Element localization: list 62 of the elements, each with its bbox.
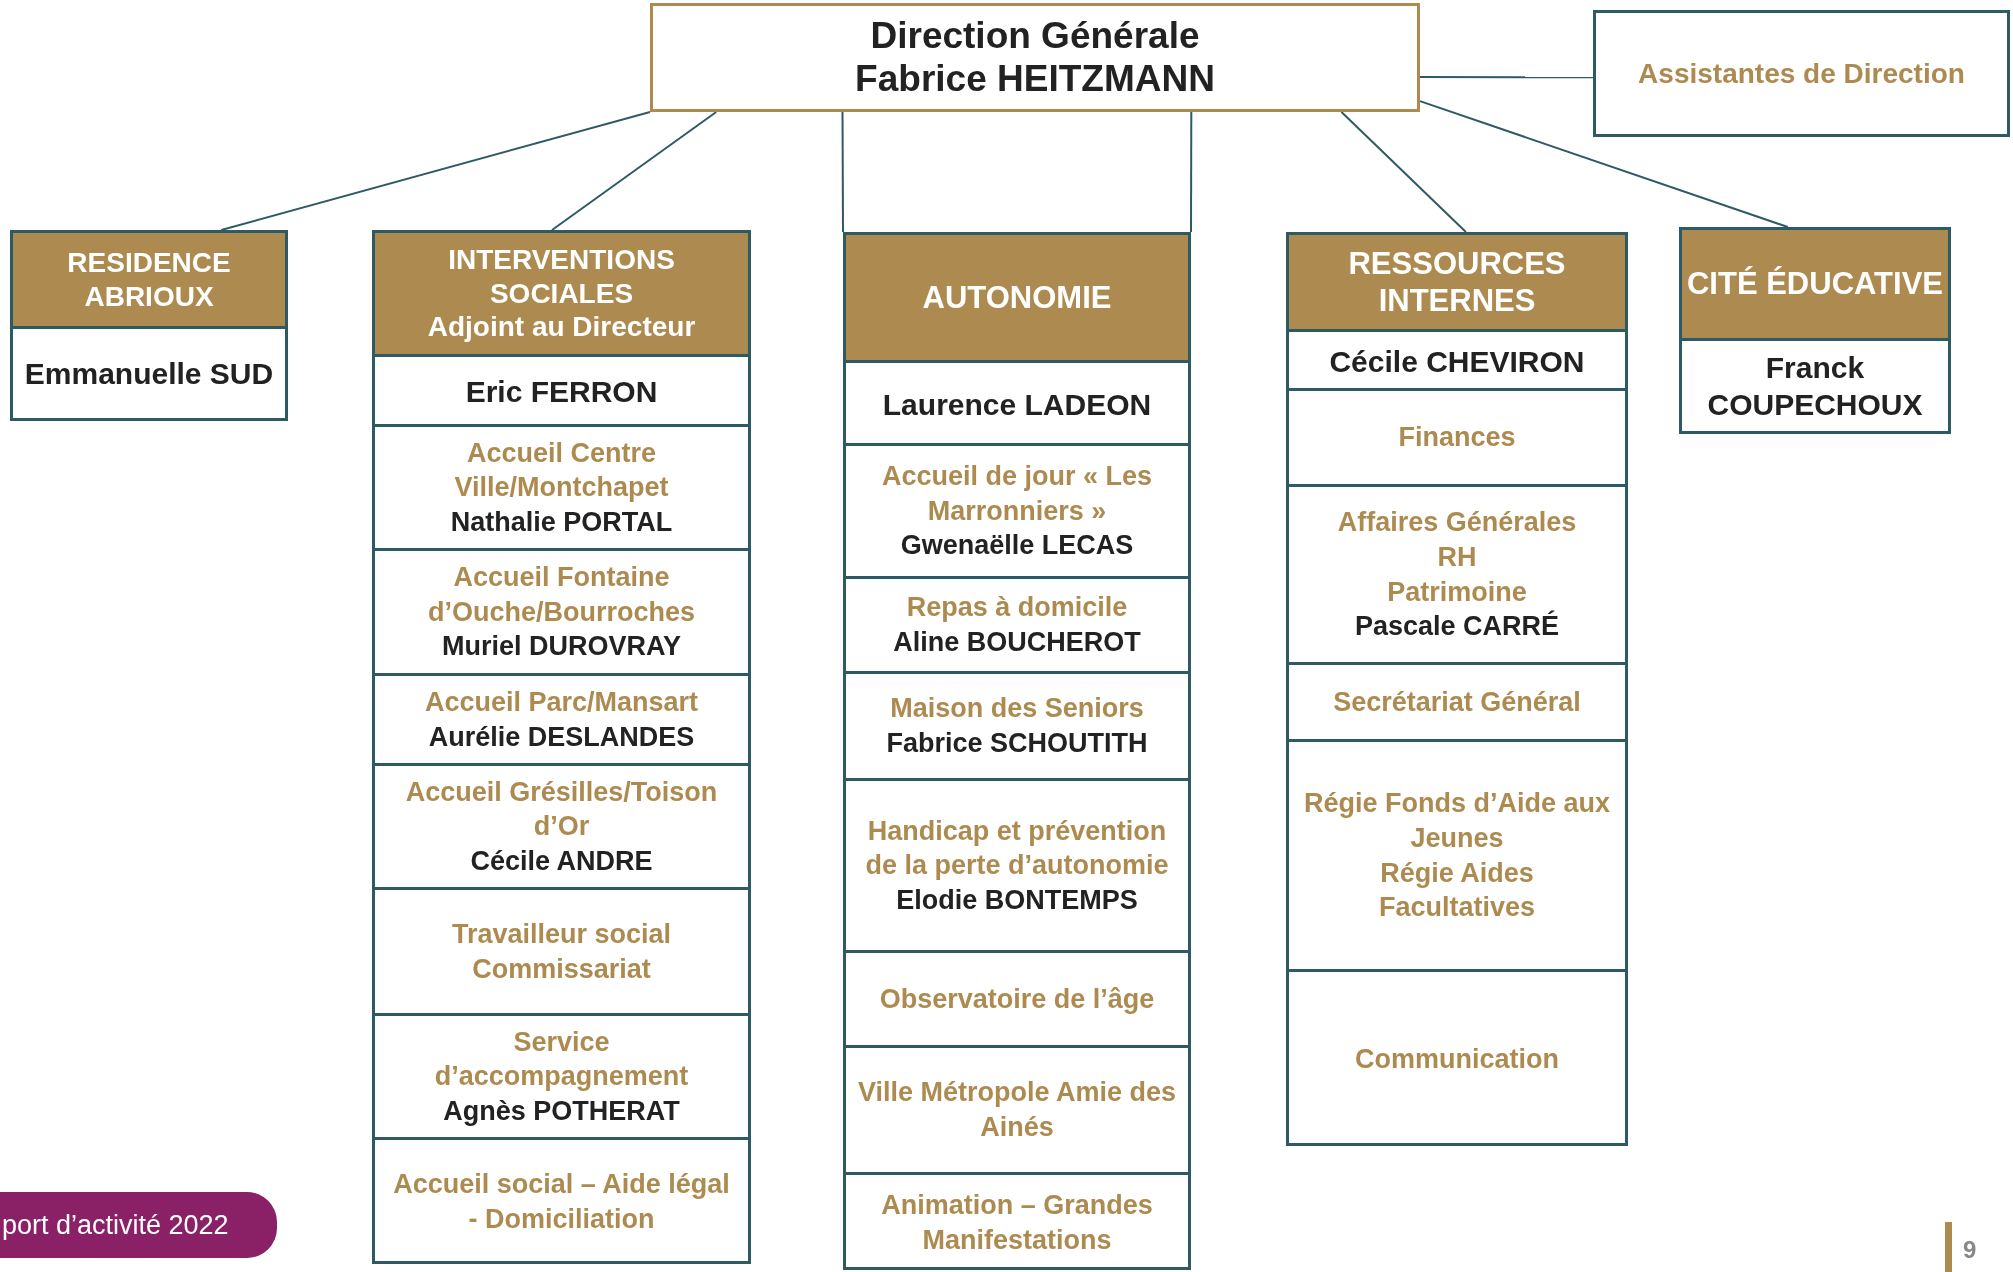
connector-line [551, 111, 718, 231]
service-name: Accueil Parc/Mansart [424, 685, 699, 719]
connector-line [1419, 100, 1789, 228]
service-name: Finances [1398, 421, 1516, 455]
service-name: Repas à domicile [906, 591, 1128, 625]
manager-name: Eric FERRON [465, 374, 658, 411]
service-name: Maison des Seniors [890, 692, 1144, 726]
person-name: Nathalie PORTAL [450, 505, 673, 539]
department-title: RESSOURCES INTERNES [1347, 244, 1567, 320]
person-name: Aline BOUCHEROT [893, 626, 1141, 659]
department-box [1286, 232, 1628, 1146]
department-title: CITÉ ÉDUCATIVE [1686, 265, 1944, 303]
assistant-box [1593, 10, 2010, 137]
service-name: Travailleur social Commissariat [450, 917, 673, 986]
director-text: Direction Générale [870, 14, 1200, 58]
connector-line [1340, 111, 1467, 233]
service-name: Secrétariat Général [1333, 685, 1581, 719]
service-name: RH [1437, 540, 1477, 574]
service-name: Patrimoine [1387, 575, 1527, 609]
service-name: Communication [1355, 1042, 1559, 1076]
person-name: Cécile ANDRE [470, 844, 653, 878]
department-title: INTERVENTIONS SOCIALES [447, 243, 676, 311]
person-name: Pascale CARRÉ [1354, 609, 1560, 644]
service-name: Accueil Centre Ville/Montchapet [453, 436, 670, 505]
service-name: Observatoire de l’âge [879, 982, 1155, 1016]
service-name: Accueil Grésilles/Toison d’Or [404, 775, 719, 844]
department-box [843, 232, 1191, 1270]
assistant-label: Assistantes de Direction [1638, 57, 1965, 90]
service-name: Accueil social – Aide légal - Domiciliation [392, 1168, 731, 1236]
service-name: Animation – Grandes Manifestations [880, 1188, 1154, 1257]
person-name: Gwenaëlle LECAS [900, 529, 1134, 563]
department-title: RESIDENCE ABRIOUX [66, 245, 232, 314]
manager-name: Franck COUPECHOUX [1706, 349, 1924, 423]
report-tag: port d’activité 2022 [0, 1192, 277, 1258]
connector-line [220, 111, 651, 231]
service-name: Ville Métropole Amie des Ainés [856, 1076, 1178, 1144]
manager-name: Emmanuelle SUD [24, 355, 274, 392]
connector-line [1190, 111, 1193, 233]
department-box [10, 230, 288, 421]
service-name: Handicap et prévention de la perte d’autonomie [864, 814, 1170, 883]
person-name: Fabrice SCHOUTITH [886, 727, 1148, 760]
director-text: Fabrice HEITZMANN [855, 57, 1215, 101]
connector-line [1419, 76, 1594, 79]
director-box [650, 3, 1420, 112]
person-name: Aurélie DESLANDES [428, 720, 695, 754]
role-title: Adjoint au Directeur [427, 310, 696, 344]
service-name: Régie Aides Facultatives [1377, 856, 1537, 925]
service-name: Affaires Générales [1337, 506, 1577, 540]
person-name: Agnès POTHERAT [443, 1094, 680, 1128]
connector-line [841, 111, 844, 233]
person-name: Elodie BONTEMPS [896, 883, 1138, 917]
department-box [372, 230, 751, 1264]
person-name: Muriel DUROVRAY [441, 630, 681, 664]
service-name: Service d’accompagnement [433, 1025, 690, 1094]
manager-name: Laurence LADEON [882, 387, 1152, 424]
service-name: Accueil de jour « Les Marronniers » [880, 460, 1154, 528]
page-number: 9 [1963, 1236, 1977, 1264]
service-name: Accueil Fontaine d’Ouche/Bourroches [426, 561, 696, 629]
department-title: AUTONOMIE [922, 278, 1112, 317]
manager-name: Cécile CHEVIRON [1329, 343, 1585, 380]
service-name: Régie Fonds d’Aide aux Jeunes [1302, 787, 1611, 855]
department-box [1679, 227, 1951, 434]
